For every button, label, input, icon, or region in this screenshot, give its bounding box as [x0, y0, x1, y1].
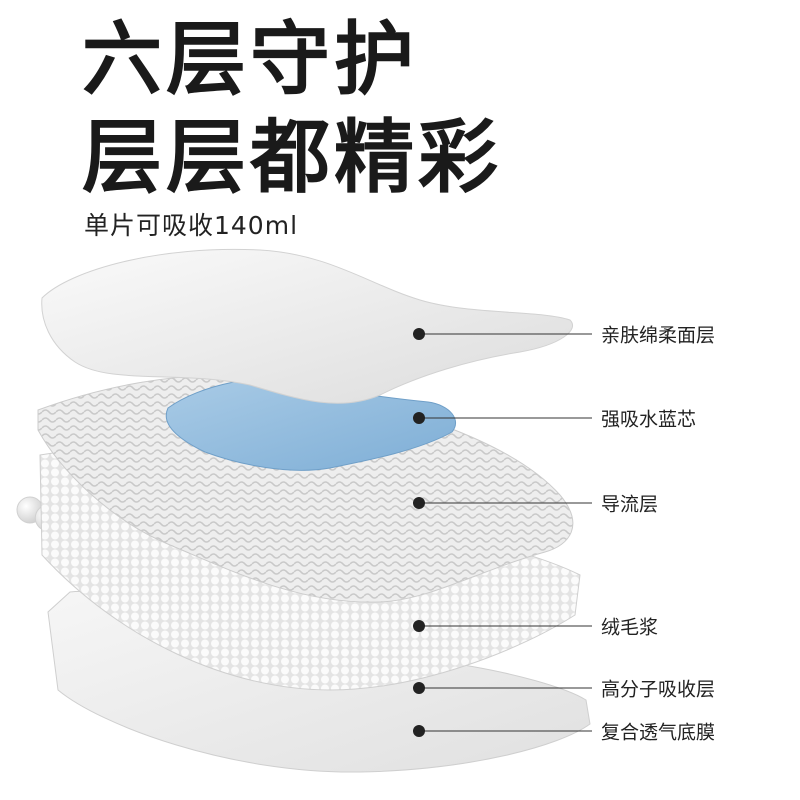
layer-label: 亲肤绵柔面层 — [601, 324, 716, 347]
layer-label: 复合透气底膜 — [601, 721, 716, 744]
headline-line-2: 层层都精彩 — [82, 111, 502, 204]
top-surface-layer — [41, 248, 573, 404]
callout-marker — [413, 725, 425, 737]
callout-marker — [413, 682, 425, 694]
callout-marker — [413, 412, 425, 424]
layer-label: 绒毛浆 — [601, 616, 659, 639]
headline-line-1: 六层守护 — [82, 13, 418, 106]
callout-marker — [413, 328, 425, 340]
layer-label: 导流层 — [601, 493, 659, 516]
layer-label: 强吸水蓝芯 — [601, 408, 697, 431]
callout-marker — [413, 620, 425, 632]
callout-marker — [413, 497, 425, 509]
absorption-subtitle: 单片可吸收140ml — [84, 211, 299, 240]
layer-label: 高分子吸收层 — [601, 678, 716, 701]
